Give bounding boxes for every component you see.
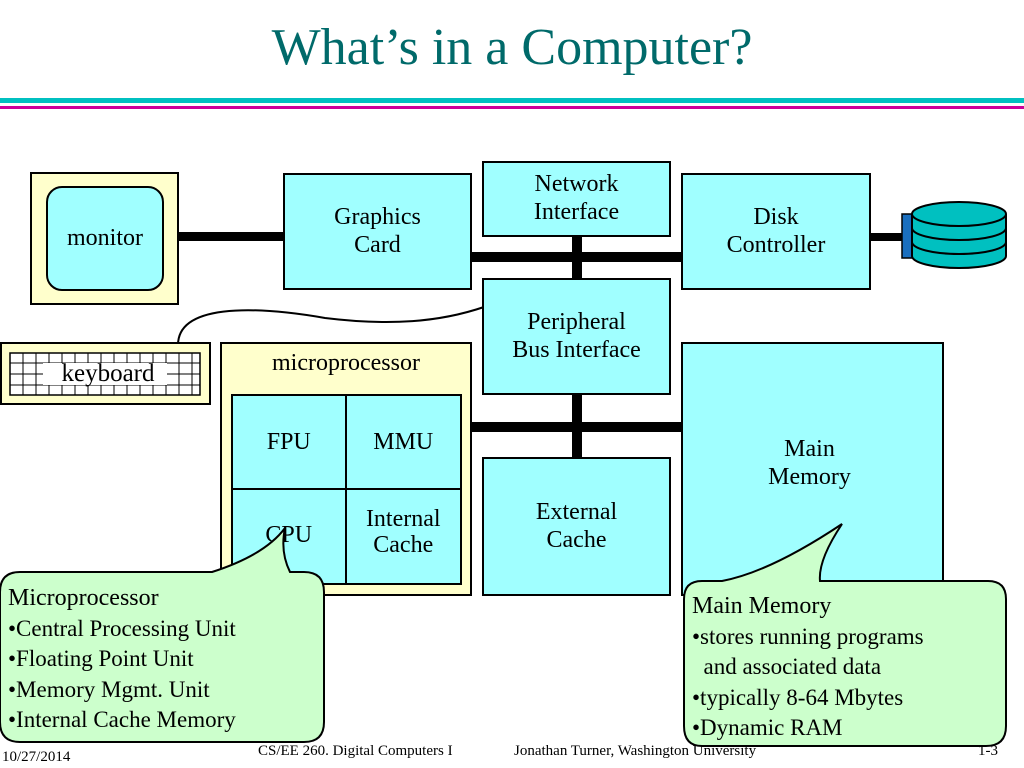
keyboard-cable xyxy=(177,306,485,346)
mmu-label: MMU xyxy=(373,429,434,455)
monitor-screen: monitor xyxy=(46,186,164,291)
footer-course: CS/EE 260. Digital Computers I xyxy=(258,743,453,759)
footer-author: Jonathan Turner, Washington University xyxy=(514,743,757,759)
graphics-card-label: Graphics Card xyxy=(334,203,421,258)
disk-link xyxy=(870,233,904,241)
lower-vertical-bus xyxy=(572,394,582,458)
upper-vertical-bus xyxy=(572,236,582,280)
callout-item: •typically 8-64 Mbytes xyxy=(692,684,904,710)
network-interface-label: Network Interface xyxy=(533,171,620,225)
footer-date: 10/27/2014 xyxy=(2,749,71,765)
keyboard-keys-icon xyxy=(9,352,201,396)
network-interface-box: Network Interface xyxy=(482,161,671,237)
callout-item: •Floating Point Unit xyxy=(8,646,194,671)
external-cache-label: External Cache xyxy=(535,498,618,553)
peripheral-bus-interface-box: Peripheral Bus Interface xyxy=(482,278,671,395)
main-memory-callout-shape xyxy=(683,523,1007,747)
external-cache-box: External Cache xyxy=(482,457,671,596)
callout-item: •Internal Cache Memory xyxy=(8,707,236,732)
microprocessor-label: microprocessor xyxy=(272,350,420,376)
fpu-label: FPU xyxy=(266,429,311,455)
monitor-link xyxy=(179,232,284,241)
callout-item: •Memory Mgmt. Unit xyxy=(8,676,210,702)
main-memory-callout-text: Main Memory •stores running programs and… xyxy=(692,591,924,744)
fpu-cell: FPU xyxy=(233,396,347,490)
callout-item: •Central Processing Unit xyxy=(8,615,236,641)
peripheral-bus-interface-label: Peripheral Bus Interface xyxy=(512,308,641,363)
disk-drive-icon xyxy=(911,201,1007,269)
disk-controller-box: Disk Controller xyxy=(681,173,871,290)
internal-cache-label: Internal Cache xyxy=(365,505,441,558)
monitor-label: monitor xyxy=(67,224,143,251)
main-memory-box: Main Memory xyxy=(681,342,944,596)
microprocessor-callout-shape xyxy=(0,527,325,743)
keyboard-label: keyboard xyxy=(61,360,155,387)
mmu-cell: MMU xyxy=(346,396,460,490)
callout-item: •Dynamic RAM xyxy=(692,715,843,740)
disk-controller-label: Disk Controller xyxy=(726,203,826,258)
callout-item: •stores running programs xyxy=(692,623,924,649)
graphics-card-box: Graphics Card xyxy=(283,173,472,290)
microprocessor-callout-heading: Microprocessor xyxy=(8,585,159,611)
main-memory-callout-heading: Main Memory xyxy=(692,593,832,619)
footer-page: 1-3 xyxy=(978,743,998,759)
slide-title: What’s in a Computer? xyxy=(271,19,753,76)
title-rule-teal xyxy=(0,98,1024,103)
title-rule-magenta xyxy=(0,106,1024,109)
microprocessor-callout-text: Microprocessor •Central Processing Unit … xyxy=(8,583,236,736)
internal-cache-cell: Internal Cache xyxy=(347,490,461,584)
main-memory-label: Main Memory xyxy=(768,436,851,490)
callout-item: and associated data xyxy=(692,654,882,679)
